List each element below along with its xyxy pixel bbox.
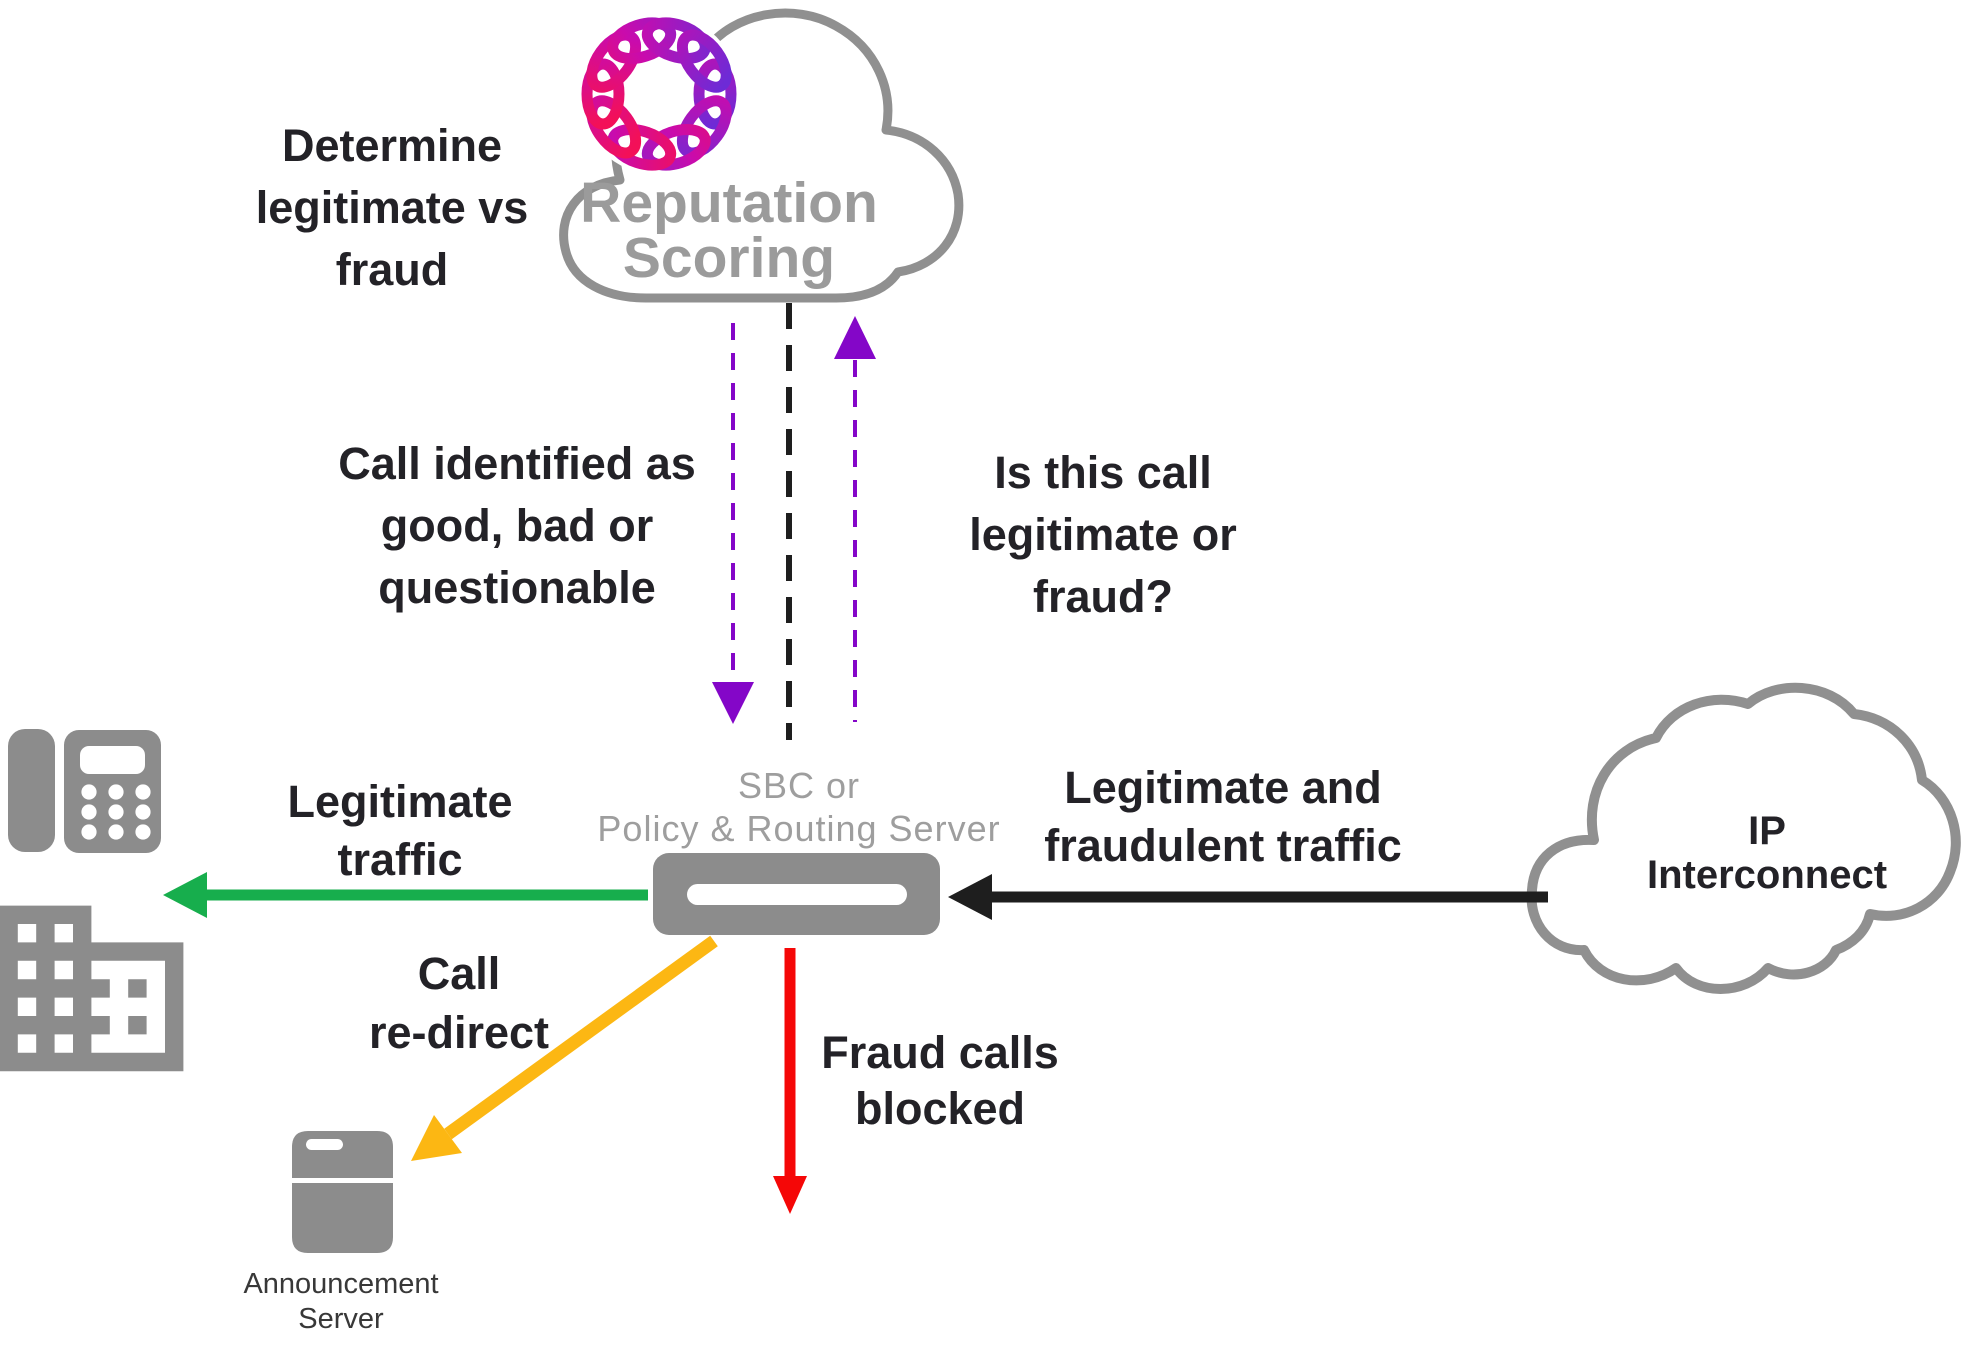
annotation-call-identified: Call identified as good, bad or question… [338, 438, 696, 613]
enterprise-building-icon [0, 905, 184, 1072]
annotation-call-redirect: Call re-direct [368, 948, 550, 1058]
is-call-legitimate-arrow [834, 316, 876, 722]
reputation-logo-icon [578, 13, 740, 175]
announcement-server-label: Announcement Server [243, 1268, 439, 1335]
sbc-node-label: SBC or Policy & Routing Server [597, 765, 1001, 849]
call-redirect-arrow [411, 935, 718, 1161]
announcement-server-icon [292, 1131, 393, 1253]
annotation-is-this-call: Is this call legitimate or fraud? [969, 447, 1237, 622]
fraud-blocked-arrow [773, 948, 807, 1214]
ip-interconnect-cloud-shape [1526, 682, 1961, 994]
call-identified-arrow [712, 323, 754, 724]
reputation-cloud-label: Reputation Scoring [580, 171, 878, 290]
annotation-legitimate-fraudulent: Legitimate and fraudulent traffic [1044, 762, 1402, 871]
incoming-traffic-arrow [948, 874, 1548, 920]
legitimate-traffic-arrow [163, 872, 648, 918]
sbc-node [653, 853, 940, 935]
annotation-legitimate-traffic: Legitimate traffic [287, 776, 513, 885]
annotation-fraud-blocked: Fraud calls blocked [821, 1027, 1059, 1134]
annotation-determine: Determine legitimate vs fraud [255, 120, 529, 295]
phone-icon [8, 729, 161, 853]
ip-interconnect-label: IP Interconnect [1646, 809, 1888, 897]
